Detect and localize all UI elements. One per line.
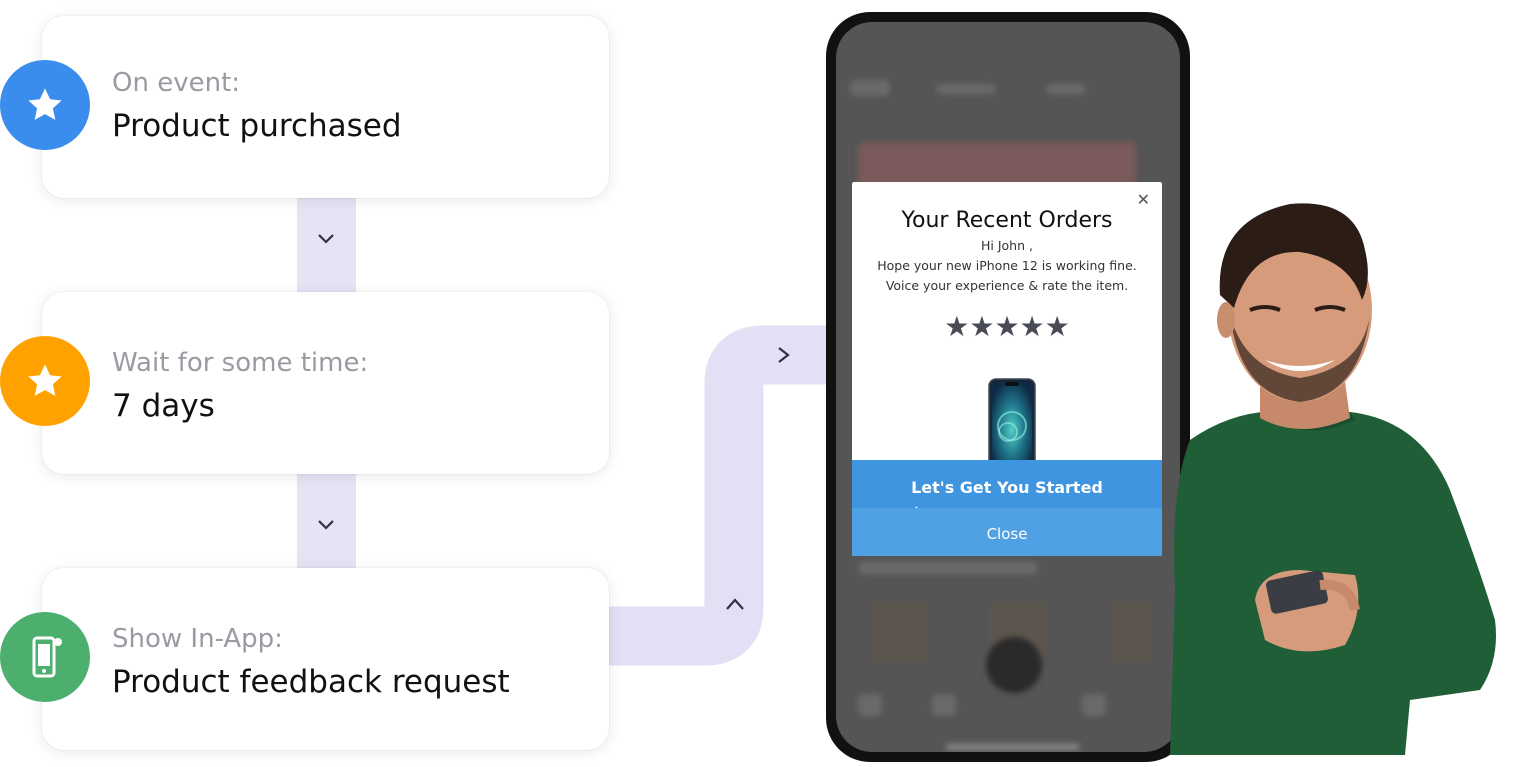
step-value: Product purchased xyxy=(112,108,402,144)
modal-message-line2: Voice your experience & rate the item. xyxy=(885,278,1129,293)
cta-button[interactable]: Let's Get You Started → xyxy=(852,460,1162,518)
modal-title: Your Recent Orders xyxy=(901,208,1113,233)
star-icon xyxy=(0,60,90,150)
step-value: Product feedback request xyxy=(112,664,510,700)
flow-connector xyxy=(297,472,356,572)
step-label: Show In-App: xyxy=(112,624,283,654)
star-rating[interactable]: ★★★★★ xyxy=(944,310,1070,343)
step-label: Wait for some time: xyxy=(112,348,369,378)
step-value: 7 days xyxy=(112,388,215,424)
cta-label: Let's Get You Started xyxy=(911,478,1103,497)
flow-connector xyxy=(297,196,356,296)
close-button[interactable]: Close xyxy=(852,508,1162,556)
iphone-image xyxy=(988,378,1036,472)
chevron-down-icon xyxy=(316,232,336,250)
flow-step-action[interactable]: Show In-App: Product feedback request xyxy=(42,568,609,750)
star-icon xyxy=(0,336,90,426)
modal-greeting: Hi John , xyxy=(981,238,1033,253)
mobile-icon xyxy=(0,612,90,702)
flow-step-trigger[interactable]: On event: Product purchased xyxy=(42,16,609,198)
flow-step-wait[interactable]: Wait for some time: 7 days xyxy=(42,292,609,474)
step-label: On event: xyxy=(112,68,241,98)
close-icon[interactable]: ✕ xyxy=(1136,190,1150,209)
chevron-down-icon xyxy=(316,518,336,536)
modal-message-line1: Hope your new iPhone 12 is working fine. xyxy=(877,258,1137,273)
in-app-feedback-modal: ✕ Your Recent Orders Hi John , Hope your… xyxy=(852,182,1162,556)
smiling-man-with-phone xyxy=(1170,203,1496,755)
